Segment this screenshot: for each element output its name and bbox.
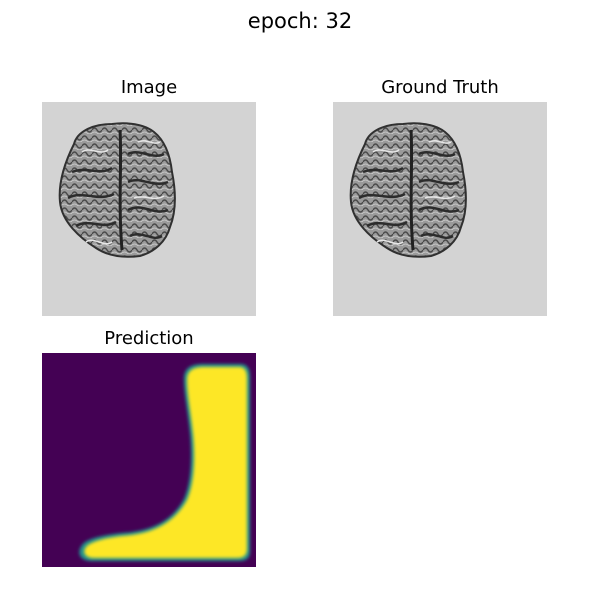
image-panel [42,102,256,316]
brain-slice [349,122,467,258]
ground-truth-image [333,102,547,316]
prediction-panel [42,353,256,567]
ground-truth-panel-title: Ground Truth [381,77,499,98]
brain-slice [58,122,176,258]
prediction-mask [42,353,256,567]
prediction-core [84,367,247,558]
prediction-panel-title: Prediction [104,328,194,349]
figure-suptitle: epoch: 32 [247,9,353,33]
image-panel-title: Image [120,77,178,98]
ground-truth-panel [333,102,547,316]
brain-mri-image [42,102,256,316]
